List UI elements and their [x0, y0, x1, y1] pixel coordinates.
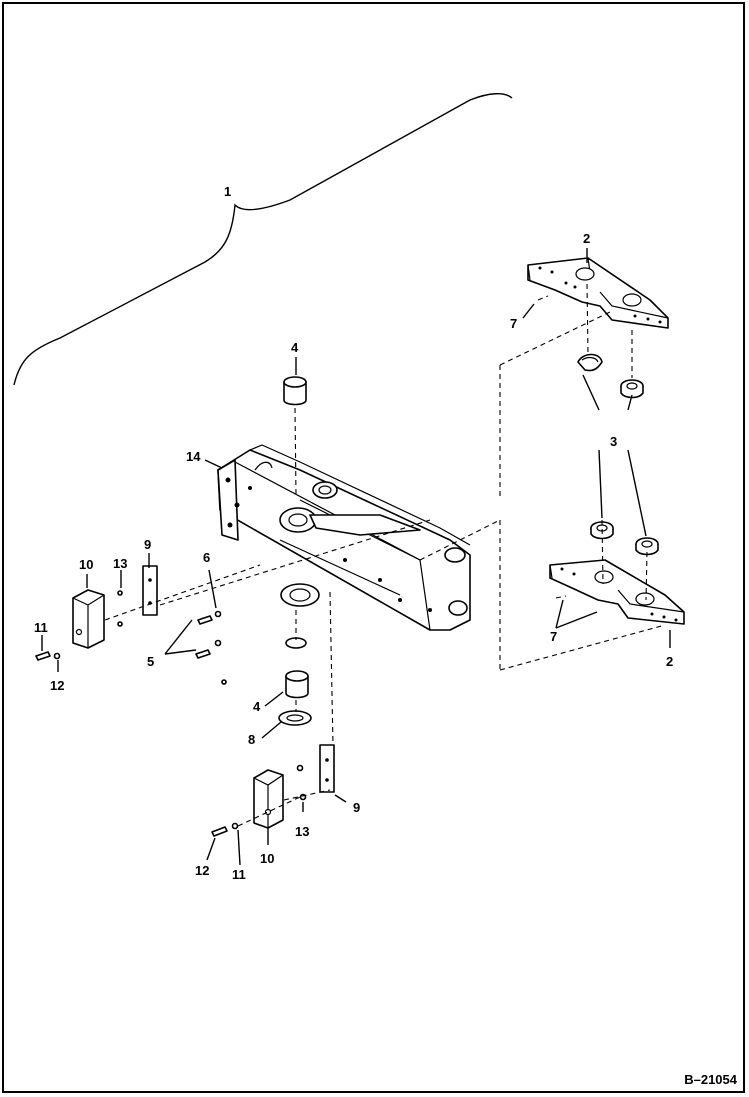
left-plate-part	[142, 565, 158, 616]
assembly-lines	[104, 283, 666, 827]
lower-bracket-part	[549, 559, 685, 625]
callout-2-top: 2	[583, 231, 590, 246]
callout-7-top: 7	[510, 316, 517, 331]
callout-11-left: 11	[34, 620, 48, 635]
callout-10-bottom: 10	[260, 851, 274, 866]
callout-13-left: 13	[113, 556, 127, 571]
figure-code: B–21054	[684, 1072, 737, 1087]
callout-12-left: 12	[50, 678, 64, 693]
left-small-hardware	[35, 590, 227, 685]
washer-part	[278, 710, 312, 726]
assembly-brace	[13, 93, 513, 386]
callout-1: 1	[224, 184, 231, 199]
callout-13-bottom: 13	[295, 824, 309, 839]
bottom-plate-part	[319, 744, 335, 793]
callout-9-bottom: 9	[353, 800, 360, 815]
upper-bushing-part	[283, 376, 307, 406]
upper-bracket-part	[527, 257, 669, 329]
lower-bushing-part	[285, 637, 309, 699]
callout-9-left: 9	[144, 537, 151, 552]
main-frame-part	[217, 444, 471, 631]
callout-12-bottom: 12	[195, 863, 209, 878]
callout-11-bottom: 11	[232, 867, 246, 882]
callout-3: 3	[610, 434, 617, 449]
callout-4-top: 4	[291, 340, 299, 355]
callout-7-bottom: 7	[550, 629, 557, 644]
callout-6: 6	[203, 550, 210, 565]
seal-parts	[577, 353, 659, 556]
callout-2-bottom: 2	[666, 654, 673, 669]
callout-5: 5	[147, 654, 154, 669]
callout-8: 8	[248, 732, 255, 747]
callout-4-bottom: 4	[253, 699, 261, 714]
left-block-part	[72, 589, 105, 649]
callout-14: 14	[186, 449, 201, 464]
callout-10-left: 10	[79, 557, 93, 572]
leader-lines	[41, 248, 671, 866]
bottom-block-part	[253, 769, 284, 829]
